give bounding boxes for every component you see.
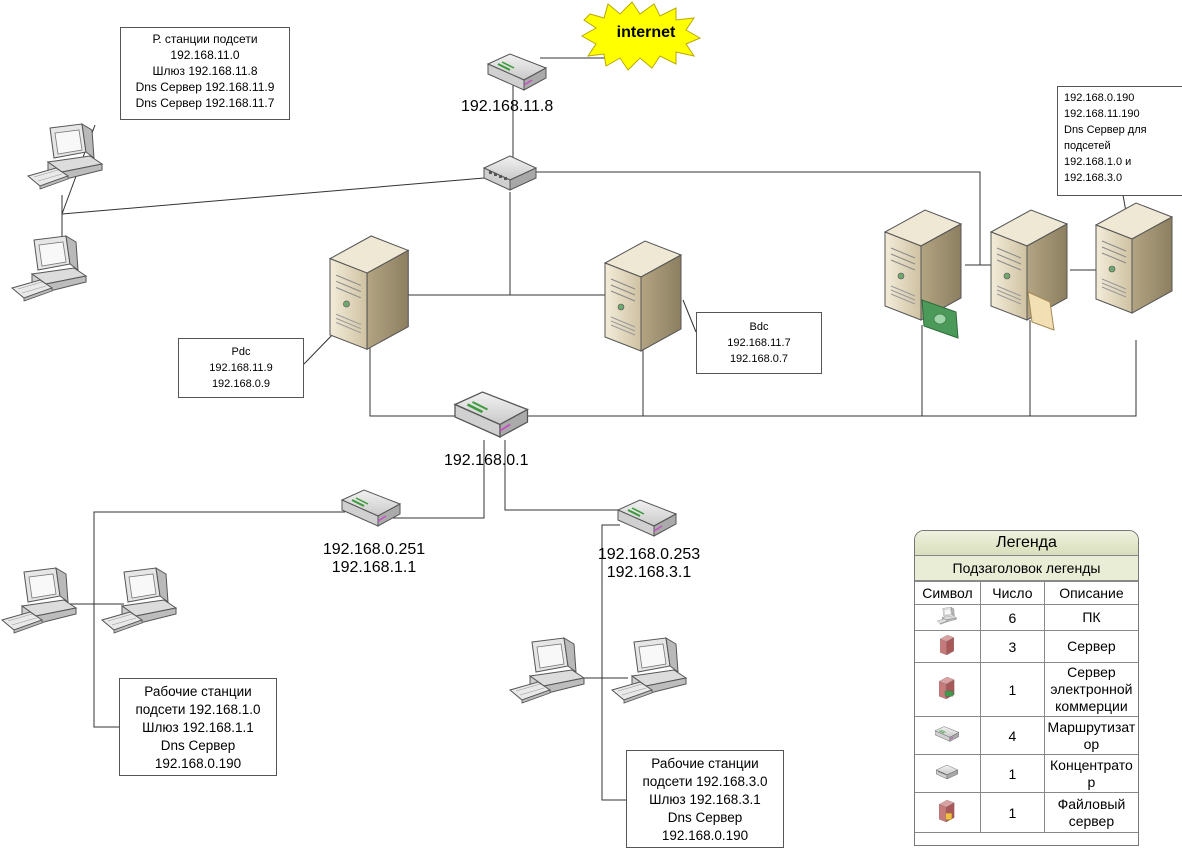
pc-right-2-icon — [611, 637, 687, 704]
pc-top-1-icon — [27, 123, 103, 190]
legend-header-description: Описание — [1043, 581, 1138, 605]
info-line: 192.168.0.190 — [661, 828, 749, 843]
router-right-icon — [617, 499, 677, 537]
info-line: Dns Сервер — [160, 738, 236, 753]
legend-row: 1 Файловый сервер — [915, 792, 1138, 833]
router-right-ip-2: 192.168.3.1 — [606, 564, 692, 581]
info-line: Dns Сервер для — [1064, 124, 1147, 136]
router-top-icon — [487, 53, 547, 91]
info-line: подсети 192.168.1.0 — [135, 702, 261, 717]
info-line: Р. станции подсети — [152, 32, 258, 46]
legend-count: 4 — [979, 716, 1045, 755]
legend-count: 1 — [979, 792, 1045, 833]
router-right-ips: 192.168.0.253 192.168.3.1 — [584, 546, 714, 582]
legend-header-row: Символ Число Описание — [915, 581, 1138, 605]
router-top-ip: 192.168.11.8 — [461, 98, 554, 115]
router-right-ip-1: 192.168.0.253 — [597, 546, 701, 563]
pc-top-2-icon — [11, 235, 87, 302]
info-line: 192.168.11.0 — [170, 48, 240, 62]
info-line: 192.168.0.190 — [154, 756, 242, 771]
legend-description: Концентрато р — [1043, 754, 1138, 793]
hub-icon — [483, 155, 537, 191]
info-line: 192.168.1.0 и — [1064, 156, 1132, 168]
info-line: 192.168.0.9 — [211, 378, 271, 390]
router-center-icon — [453, 390, 529, 439]
legend-header-count: Число — [979, 581, 1045, 605]
legend-count: 3 — [979, 630, 1045, 663]
info-line: подсети 192.168.3.0 — [642, 774, 768, 789]
folder-icon — [1027, 291, 1055, 331]
info-line: подсетей — [1064, 140, 1111, 152]
legend-table: Символ Число Описание 6 ПК 3 Сервер 1 Се… — [915, 581, 1138, 833]
pc-left-1-icon — [1, 567, 77, 634]
legend-description: Сервер электронной коммерции — [1043, 662, 1138, 717]
legend: Легенда Подзаголовок легенды Символ Числ… — [914, 530, 1139, 846]
file-server-icon — [990, 209, 1068, 321]
router-center-ip: 192.168.0.1 — [444, 452, 529, 469]
info-line: Pdc — [231, 346, 251, 358]
info-line: Рабочие станции — [144, 684, 252, 699]
legend-row: 3 Сервер — [915, 630, 1138, 663]
legend-count: 6 — [979, 604, 1045, 631]
info-line: 192.168.11.9 — [209, 362, 273, 374]
subnet11-info-box: Р. станции подсети 192.168.11.0 Шлюз 192… — [120, 27, 290, 120]
info-line: 192.168.3.0 — [1064, 172, 1123, 184]
info-line: Рабочие станции — [651, 756, 759, 771]
server-icon — [915, 630, 981, 663]
info-line: Шлюз 192.168.11.8 — [152, 64, 258, 78]
ecommerce-server-icon — [915, 662, 981, 717]
info-line: Шлюз 192.168.3.1 — [649, 792, 761, 807]
info-line: 192.168.0.190 — [1064, 92, 1135, 104]
legend-row: 1 Концентрато р — [915, 754, 1138, 793]
pdc-server-icon — [329, 235, 409, 350]
info-line: 192.168.11.190 — [1064, 108, 1140, 120]
info-line: Шлюз 192.168.1.1 — [142, 720, 254, 735]
router-icon — [915, 716, 981, 755]
subnet1-info-box: Рабочие станции подсети 192.168.1.0 Шлюз… — [119, 678, 277, 776]
legend-description: ПК — [1043, 604, 1138, 631]
router-left-ip-2: 192.168.1.1 — [331, 559, 417, 576]
legend-header-symbol: Символ — [915, 581, 981, 605]
legend-row: 1 Сервер электронной коммерции — [915, 662, 1138, 717]
legend-description: Файловый сервер — [1043, 792, 1138, 833]
dns-server-info-box: 192.168.0.190 192.168.11.190 Dns Сервер … — [1057, 86, 1182, 196]
internet-cloud-icon — [580, 1, 702, 71]
hub-icon — [915, 754, 981, 793]
info-line: 192.168.0.7 — [729, 353, 789, 365]
info-line: Dns Сервер 192.168.11.7 — [135, 96, 275, 110]
info-line: Dns Сервер — [667, 810, 743, 825]
legend-description: Сервер — [1043, 630, 1138, 663]
legend-subtitle: Подзаголовок легенды — [915, 556, 1138, 581]
file-server-icon — [915, 792, 981, 833]
info-line: Dns Сервер 192.168.11.9 — [135, 80, 275, 94]
legend-row: 4 Маршрутизат ор — [915, 716, 1138, 755]
subnet3-info-box: Рабочие станции подсети 192.168.3.0 Шлюз… — [626, 750, 784, 848]
pc-icon — [915, 604, 981, 631]
router-left-icon — [341, 489, 401, 527]
info-line: 192.168.11.7 — [727, 337, 791, 349]
router-left-ip-1: 192.168.0.251 — [322, 541, 426, 558]
legend-count: 1 — [979, 662, 1045, 717]
legend-description: Маршрутизат ор — [1043, 716, 1138, 755]
pc-left-2-icon — [101, 567, 177, 634]
info-line: Bdc — [749, 321, 769, 333]
bdc-server-icon — [604, 240, 682, 352]
internet-label: internet — [617, 24, 676, 41]
pdc-info-box: Pdc 192.168.11.9 192.168.0.9 — [178, 338, 304, 398]
bdc-info-box: Bdc 192.168.11.7 192.168.0.7 — [696, 312, 822, 374]
legend-row: 6 ПК — [915, 604, 1138, 631]
router-left-ips: 192.168.0.251 192.168.1.1 — [310, 541, 438, 577]
dns-server-icon — [1095, 202, 1173, 314]
pc-right-1-icon — [509, 637, 585, 704]
legend-title: Легенда — [915, 531, 1138, 556]
legend-count: 1 — [979, 754, 1045, 793]
